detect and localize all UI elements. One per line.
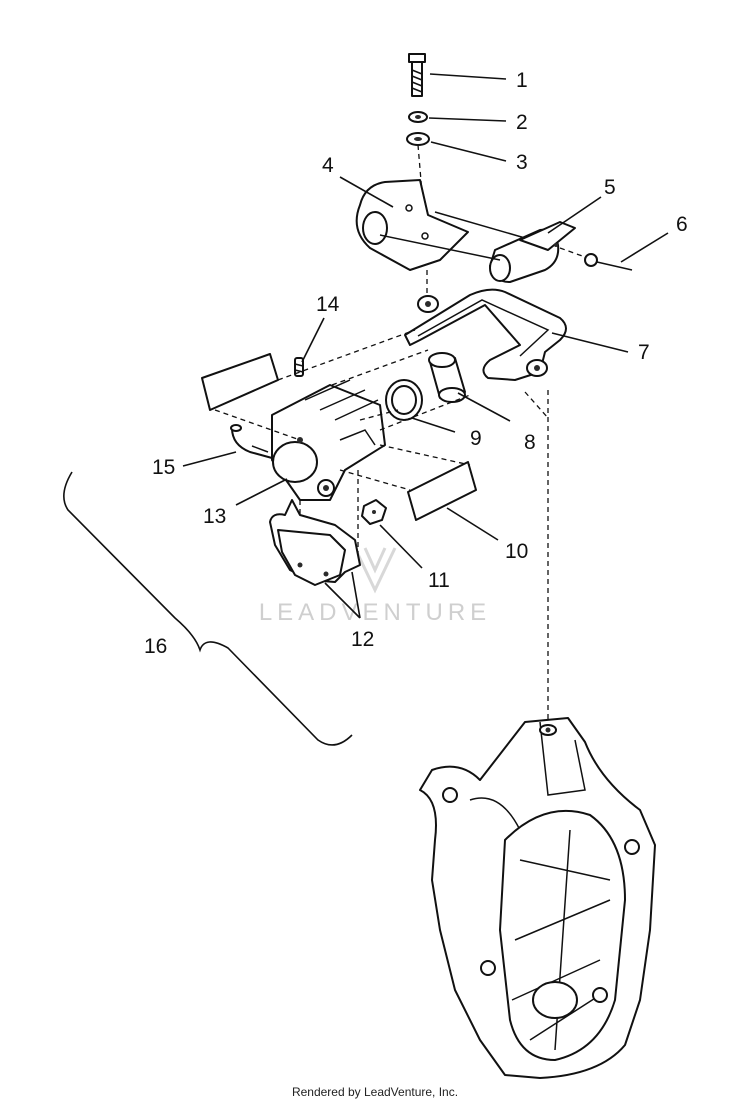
part-screw [559,247,633,271]
footer-credit: Rendered by LeadVenture, Inc. [291,1085,459,1099]
group-bracket [63,471,353,746]
callout-3: 3 [516,151,528,174]
part-bleed-screw [294,357,304,377]
part-lock-washer [408,111,428,123]
part-bolt [408,53,426,97]
callout-2: 2 [516,111,528,134]
callout-10: 10 [505,540,528,563]
callout-8: 8 [524,431,536,454]
callout-6: 6 [676,213,688,236]
callout-labels: 1 2 3 4 5 6 7 8 9 10 11 12 13 14 15 16 [144,69,688,658]
part-brake-pads [269,499,361,586]
part-pivot-arm [379,211,576,283]
callout-13: 13 [203,505,226,528]
callout-5: 5 [604,176,616,199]
part-frame [404,288,567,381]
part-washer [406,132,430,146]
callout-14: 14 [316,293,340,316]
callout-16: 16 [144,635,167,658]
part-chaincase [419,717,656,1079]
callout-9: 9 [470,427,482,450]
callout-15: 15 [152,456,175,479]
part-nut [361,499,387,525]
part-caliper [271,379,386,501]
callout-12: 12 [351,628,374,651]
part-piston [428,352,466,403]
watermark-text: LEADVENTURE [259,599,491,626]
watermark-logo: LEADVENTURE [259,547,491,626]
part-mount-bracket [355,179,469,271]
part-shim-upper [201,353,279,411]
leader-lines [182,73,669,619]
callout-1: 1 [516,69,528,92]
part-hose [230,424,273,459]
callout-7: 7 [638,341,650,364]
part-seal-ring [385,379,423,421]
callout-11: 11 [428,569,450,592]
part-shim-lower [407,461,477,521]
callout-4: 4 [322,154,334,177]
